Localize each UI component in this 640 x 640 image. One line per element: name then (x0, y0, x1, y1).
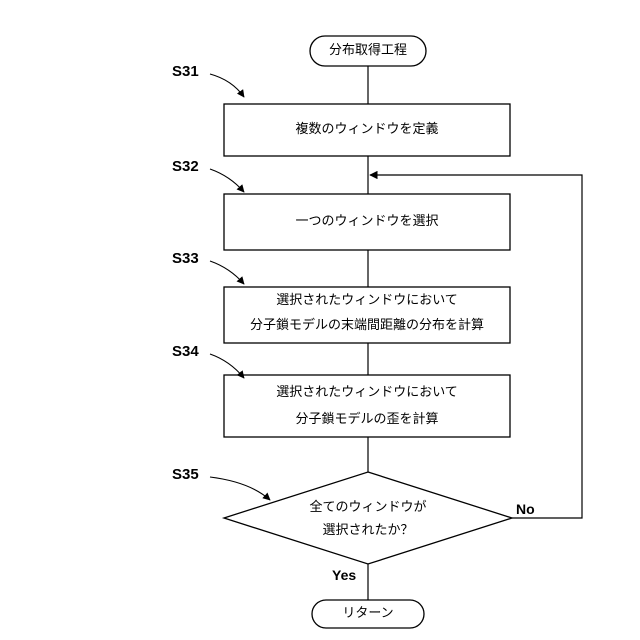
process-text-s33-line1: 選択されたウィンドウにおいて (276, 293, 458, 309)
no-branch-label: No (516, 501, 535, 517)
step-label-s34: S34 (172, 344, 199, 360)
leader-arrow-s35 (210, 477, 270, 500)
step-label-s31: S31 (172, 64, 199, 80)
step-label-s33: S33 (172, 251, 199, 267)
leader-arrow-s32 (210, 169, 244, 192)
process-text-s34-line2: 分子鎖モデルの歪を計算 (295, 412, 438, 428)
process-text-s32: 一つのウィンドウを選択 (295, 214, 438, 230)
decision-diamond-s35 (224, 472, 512, 564)
leader-arrow-s33 (210, 261, 244, 284)
step-label-s32: S32 (172, 159, 199, 175)
process-text-s33-line2: 分子鎖モデルの末端間距離の分布を計算 (250, 318, 484, 334)
start-terminal-text: 分布取得工程 (329, 43, 407, 59)
yes-branch-label: Yes (332, 567, 356, 583)
step-label-s35: S35 (172, 467, 199, 483)
process-text-s34-line1: 選択されたウィンドウにおいて (276, 385, 458, 401)
end-terminal-text: リターン (342, 606, 393, 622)
decision-text-line2: 選択されたか？ (322, 523, 413, 539)
leader-arrow-s31 (210, 74, 244, 97)
decision-text-line1: 全てのウィンドウが (309, 500, 426, 516)
process-text-s31: 複数のウィンドウを定義 (295, 122, 438, 138)
